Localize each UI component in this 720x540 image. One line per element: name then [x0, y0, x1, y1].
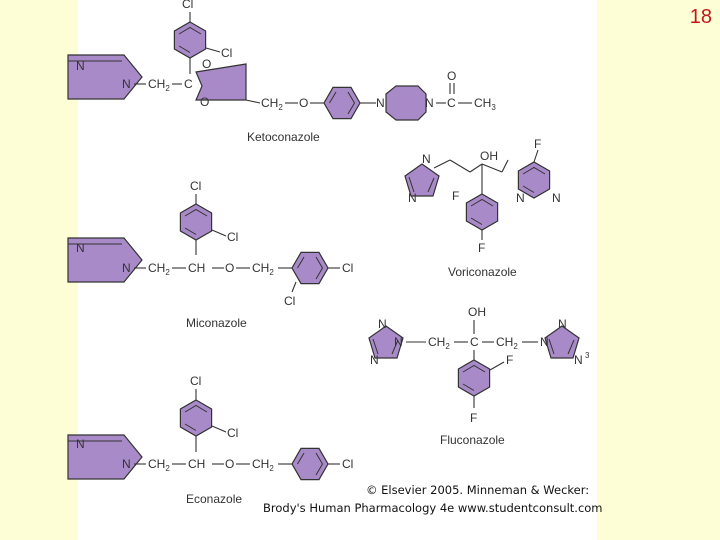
- f-atom-label: F: [452, 189, 459, 203]
- econazole-structure: Cl Cl N N CH2 CH O CH2 Cl Econazole: [67, 374, 353, 506]
- o-atom-label: O: [225, 457, 234, 471]
- n-atom-label: N: [370, 353, 379, 367]
- n-atom-label: N: [422, 152, 431, 166]
- n-atom-label: N: [558, 317, 567, 331]
- n-atom-label: N: [76, 241, 85, 255]
- f-atom-label: F: [534, 137, 541, 151]
- n-atom-label: N: [122, 261, 131, 275]
- ch2-group-label: CH2: [252, 261, 274, 277]
- benzene-ring: [323, 86, 361, 120]
- cl-atom-label: Cl: [342, 261, 353, 275]
- n-atom-label: N: [376, 96, 385, 110]
- oh-group-label: OH: [480, 149, 498, 163]
- dichlorophenyl-ring: [291, 251, 329, 285]
- cl-atom-label: Cl: [227, 230, 238, 244]
- slide-number: 18: [689, 6, 712, 28]
- azole-structures-diagram: Cl Cl N N CH2 C O O CH2 O N N C O CH3: [67, 0, 603, 515]
- ch2-group-label: CH2: [148, 77, 170, 93]
- n-atom-label: N: [516, 191, 525, 205]
- chlorophenyl-ring: [291, 447, 329, 481]
- ch-group-label: CH: [188, 261, 205, 275]
- o-atom-label: O: [200, 95, 209, 109]
- cl-atom-label: Cl: [190, 179, 201, 193]
- dioxolane-ring: [195, 63, 247, 101]
- ch3-group-label: CH3: [474, 96, 496, 112]
- n-atom-label: N: [122, 77, 131, 91]
- difluorophenyl-ring: [457, 359, 491, 397]
- ketoconazole-structure: Cl Cl N N CH2 C O O CH2 O N N C O CH3: [67, 0, 496, 144]
- n-atom-label: N: [408, 191, 417, 205]
- position-number: 3: [585, 351, 590, 360]
- o-atom-label: O: [202, 57, 211, 71]
- c-atom-label: C: [470, 335, 479, 349]
- n-atom-label: N: [552, 191, 561, 205]
- n-atom-label: N: [122, 457, 131, 471]
- cl-atom-label: Cl: [190, 374, 201, 388]
- o-atom-label: O: [225, 261, 234, 275]
- ch-group-label: CH: [188, 457, 205, 471]
- ch2-group-label: CH2: [148, 457, 170, 473]
- n-atom-label: N: [76, 437, 85, 451]
- ch2-group-label: CH2: [428, 335, 450, 351]
- oh-group-label: OH: [468, 305, 486, 319]
- f-atom-label: F: [478, 241, 485, 255]
- n-atom-label: N: [540, 335, 549, 349]
- n-atom-label: N: [425, 96, 434, 110]
- difluorophenyl-ring: [465, 193, 499, 231]
- o-atom-label: O: [299, 96, 308, 110]
- fluconazole-structure: N N N CH2 C OH CH2 N N N 3 F F Fluconazo…: [368, 305, 590, 447]
- ch2-group-label: CH2: [252, 457, 274, 473]
- n-atom-label: N: [394, 335, 403, 349]
- c-atom-label: C: [184, 77, 193, 91]
- f-atom-label: F: [506, 353, 513, 367]
- cl-atom-label: Cl: [182, 0, 193, 11]
- compound-name: Ketoconazole: [247, 130, 320, 144]
- o-atom-label: O: [447, 69, 456, 83]
- compound-name: Voriconazole: [448, 265, 517, 279]
- ch2-group-label: CH2: [148, 261, 170, 277]
- ch2-group-label: CH2: [261, 96, 283, 112]
- ch2-group-label: CH2: [496, 335, 518, 351]
- cl-atom-label: Cl: [227, 426, 238, 440]
- compound-name: Miconazole: [186, 316, 247, 330]
- c-atom-label: C: [447, 96, 456, 110]
- f-atom-label: F: [470, 411, 477, 425]
- compound-name: Fluconazole: [440, 433, 505, 447]
- n-atom-label: N: [76, 59, 85, 73]
- n-atom-label: N: [574, 353, 583, 367]
- cl-atom-label: Cl: [284, 294, 295, 308]
- copyright-credit: © Elsevier 2005. Minneman & Wecker:: [366, 483, 589, 497]
- miconazole-structure: Cl Cl N N CH2 CH O CH2 Cl Cl Miconazole: [67, 179, 353, 330]
- piperazine-ring: [385, 85, 427, 121]
- n-atom-label: N: [378, 317, 387, 331]
- voriconazole-structure: N N OH F F F N N Voriconazole: [404, 137, 561, 279]
- structure-figure-panel: Cl Cl N N CH2 C O O CH2 O N N C O CH3: [67, 0, 603, 540]
- cl-atom-label: Cl: [342, 457, 353, 471]
- cl-atom-label: Cl: [221, 46, 232, 60]
- compound-name: Econazole: [186, 492, 242, 506]
- source-citation: Brody's Human Pharmacology 4e www.studen…: [263, 501, 603, 515]
